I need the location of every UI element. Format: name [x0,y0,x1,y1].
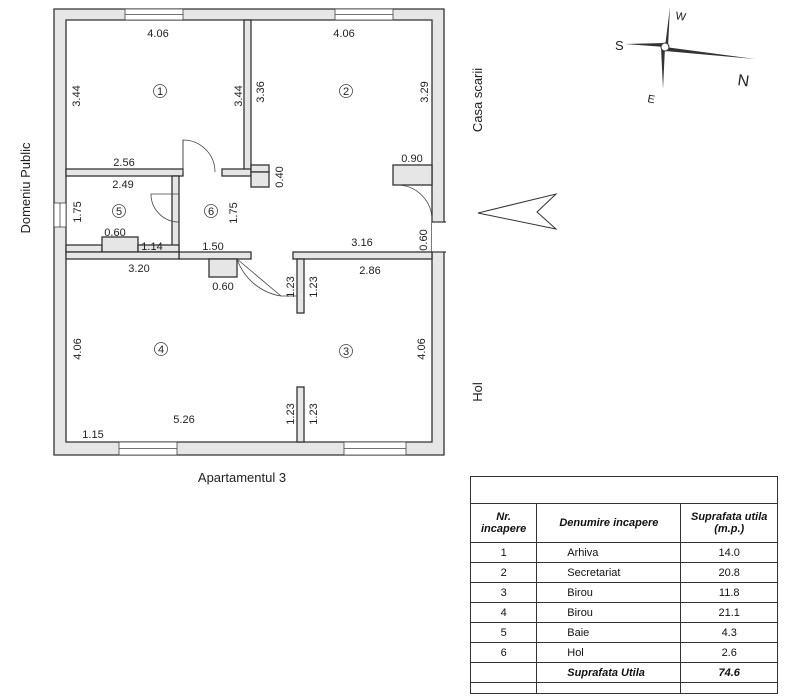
svg-text:4.06: 4.06 [416,338,428,359]
room-number-2: 2 [343,86,349,98]
svg-text:W: W [674,10,687,24]
svg-text:1.23: 1.23 [285,276,297,297]
room-number-1: 1 [157,86,163,98]
outer-wall [53,8,445,456]
room-number-markers: 1 2 3 4 5 6 [112,84,353,358]
room-area-table: Nr. incapere Denumire incapere Suprafata… [469,476,778,694]
svg-text:E: E [646,93,655,106]
svg-text:0.90: 0.90 [401,153,422,165]
svg-text:1.14: 1.14 [141,241,162,253]
total-value: 74.6 [680,662,778,683]
svg-text:1.50: 1.50 [202,241,223,253]
table-row: 1 Arhiva 14.0 [469,542,778,563]
header-nr: Nr. incapere [469,503,538,543]
windows [53,8,407,456]
svg-text:2.86: 2.86 [359,265,380,277]
entrance-arrow [477,193,558,230]
svg-text:S: S [615,38,624,53]
east-door-opening [432,222,446,252]
total-label: Suprafata Utila [536,662,682,683]
svg-text:1.23: 1.23 [308,403,320,424]
label-domeniu-public: Domeniu Public [18,142,33,234]
svg-text:3.16: 3.16 [351,237,372,249]
svg-text:1.23: 1.23 [308,276,320,297]
room-number-4: 4 [158,344,164,356]
svg-text:0.60: 0.60 [418,229,430,250]
svg-text:0.60: 0.60 [104,227,125,239]
table-row: 3 Birou 11.8 [469,582,778,603]
dimension-labels: 4.06 3.44 3.44 2.56 4.06 3.36 3.29 0.90 … [71,28,431,441]
room-number-3: 3 [343,346,349,358]
svg-text:1.75: 1.75 [72,201,84,222]
door-swings [150,139,433,297]
table-total-row: Suprafata Utila 74.6 [469,662,778,683]
svg-text:0.40: 0.40 [274,166,286,187]
svg-text:3.44: 3.44 [233,85,245,106]
table-row: 5 Baie 4.3 [469,622,778,643]
svg-text:2.56: 2.56 [113,157,134,169]
label-hol: Hol [470,382,485,402]
svg-text:3.29: 3.29 [419,81,431,102]
svg-text:1.75: 1.75 [228,202,240,223]
compass-rose-icon: N S E W [615,7,755,106]
svg-text:5.26: 5.26 [173,414,194,426]
svg-text:4.06: 4.06 [333,28,354,40]
header-denumire: Denumire incapere [536,503,682,543]
svg-text:3.44: 3.44 [71,85,83,106]
svg-text:3.20: 3.20 [128,263,149,275]
table-row: 4 Birou 21.1 [469,602,778,623]
room-number-5: 5 [116,206,122,218]
table-top-spacer [470,476,778,504]
svg-text:4.06: 4.06 [147,28,168,40]
plan-title: Apartamentul 3 [198,470,286,485]
svg-text:N: N [736,72,750,90]
svg-text:1.23: 1.23 [285,403,297,424]
svg-text:4.06: 4.06 [72,338,84,359]
table-row: 2 Secretariat 20.8 [469,562,778,583]
svg-text:3.36: 3.36 [255,81,267,102]
room-number-6: 6 [208,206,214,218]
svg-text:1.15: 1.15 [82,429,103,441]
header-suprafata: Suprafata utila (m.p.) [680,503,778,543]
svg-text:0.60: 0.60 [212,281,233,293]
interior-walls [65,19,433,443]
table-row: 6 Hol 2.6 [469,642,778,663]
svg-text:2.49: 2.49 [112,179,133,191]
table-header: Nr. incapere Denumire incapere Suprafata… [469,503,778,543]
label-casa-scarii: Casa scarii [470,68,485,132]
